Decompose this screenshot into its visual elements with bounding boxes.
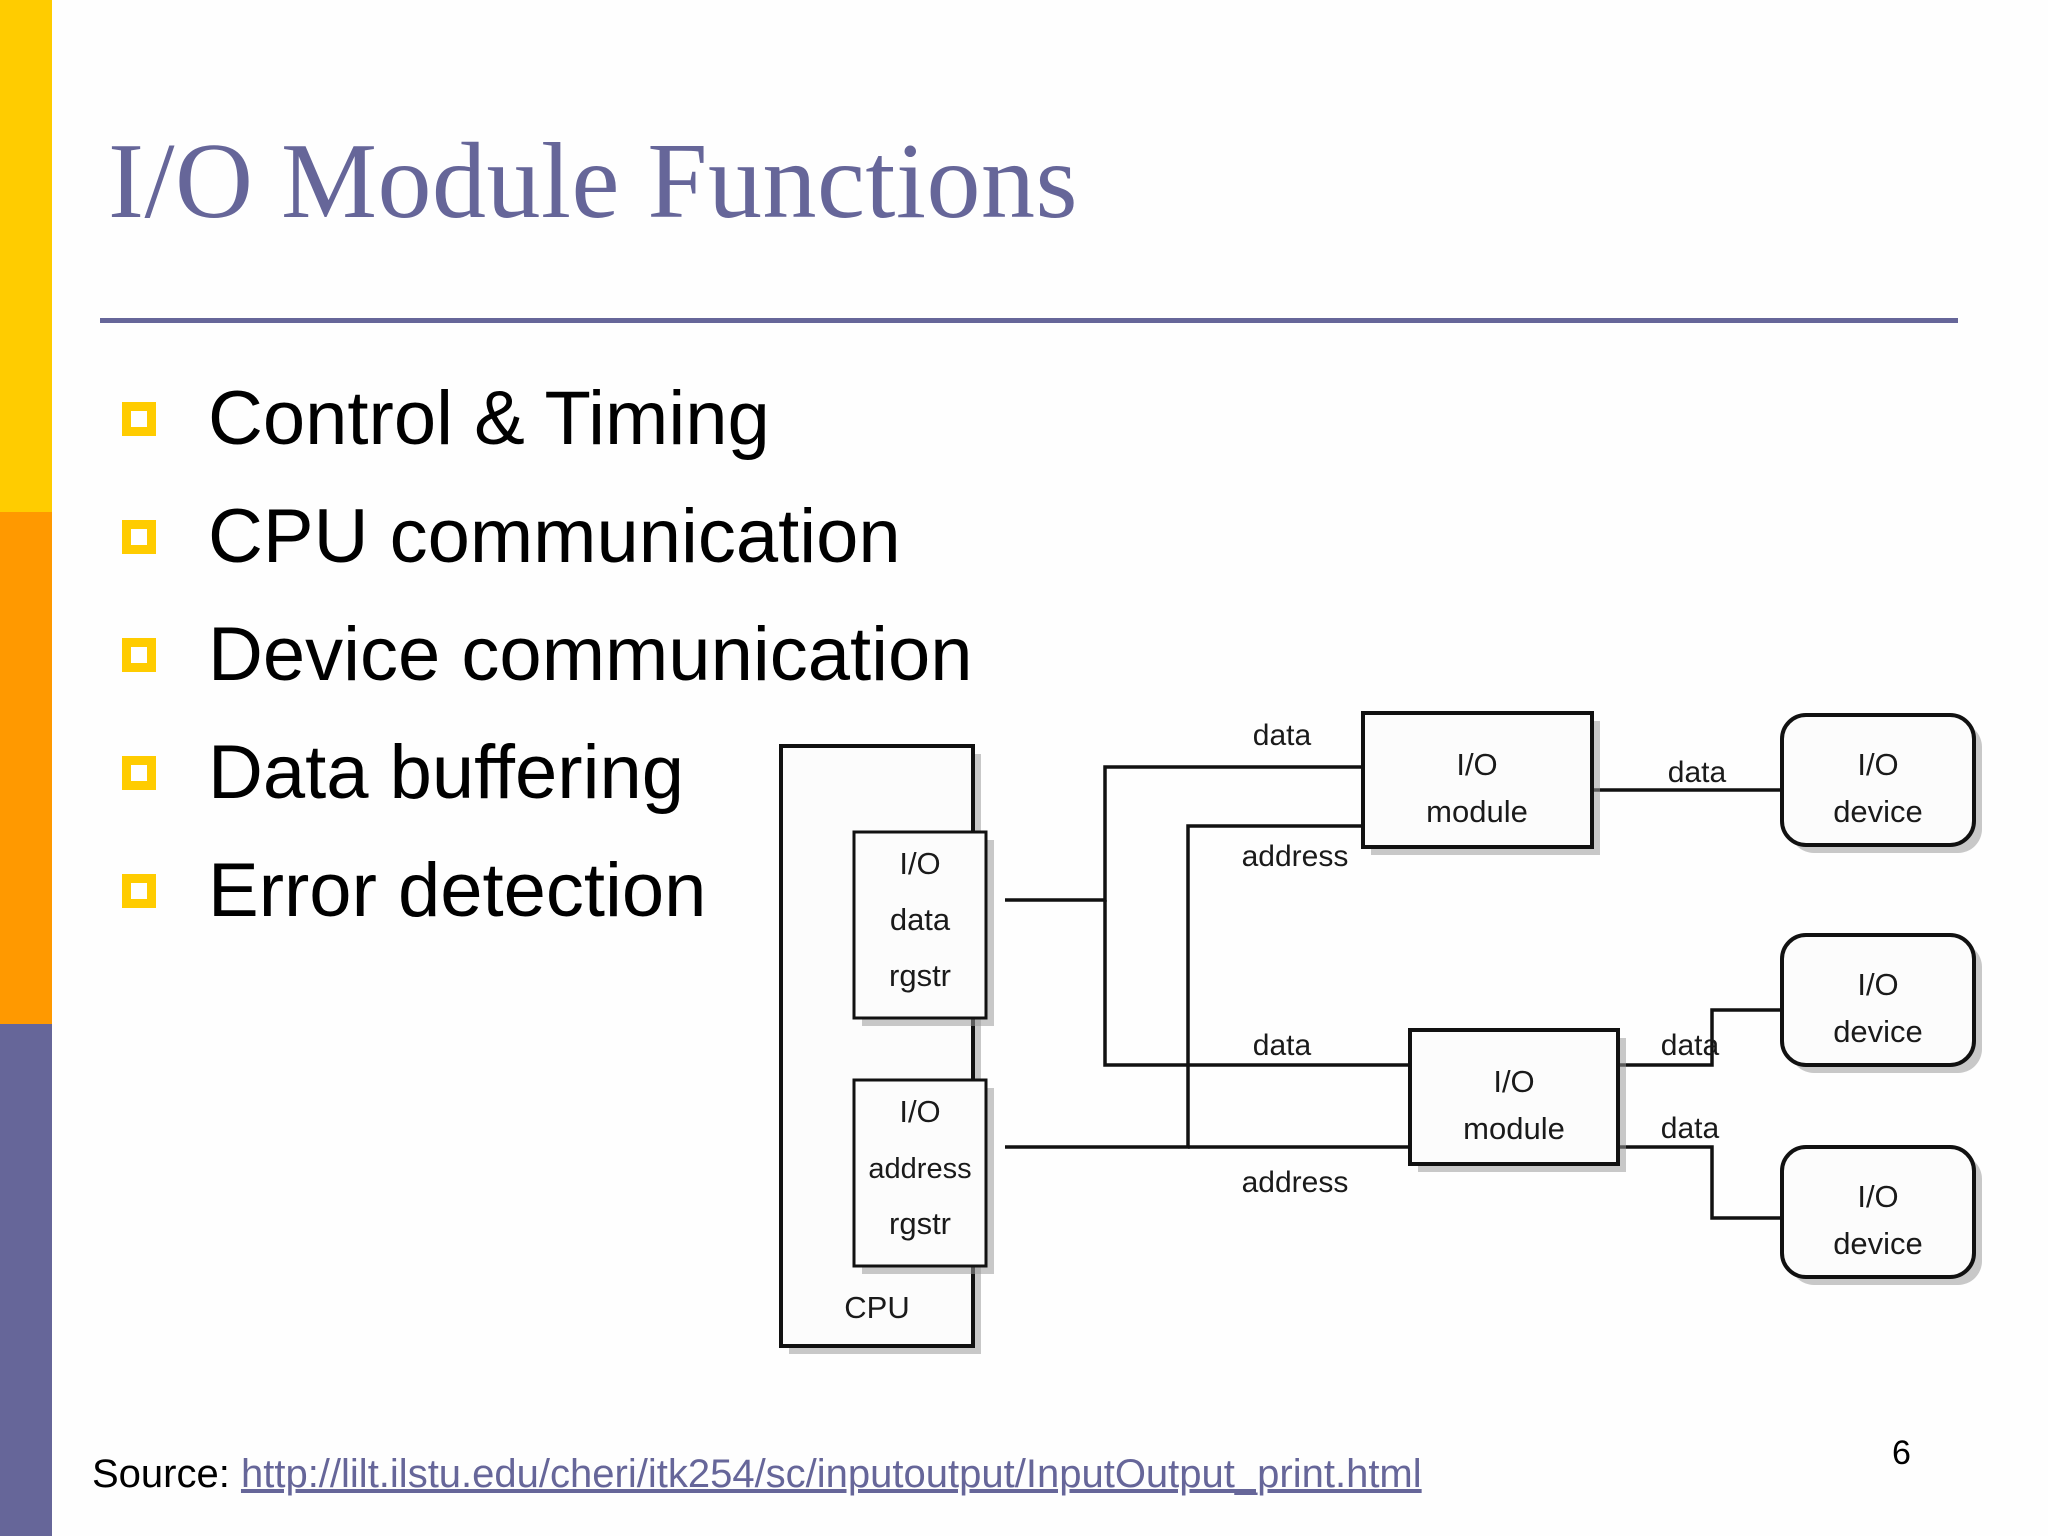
list-item: CPU communication: [122, 478, 1222, 596]
wire-label-bus-data-bottom: data: [1253, 1029, 1312, 1062]
source-prefix-label: Source:: [92, 1452, 241, 1496]
wire-label-bus-address-bottom: address: [1242, 1166, 1349, 1199]
list-item: Control & Timing: [122, 360, 1222, 478]
io-device-top-shadow: [1790, 723, 1982, 853]
io-module-bottom-line2: module: [1463, 1111, 1565, 1146]
accent-stripe-orange: [0, 512, 52, 1024]
cpu-label: CPU: [844, 1290, 909, 1325]
io-device-mid-box: [1780, 933, 1976, 1067]
accent-stripe-purple: [0, 1024, 52, 1536]
wire-module-bottom-to-device-bottom: [1618, 1145, 1782, 1220]
square-bullet-icon: [122, 874, 156, 908]
io-module-top-line2: module: [1426, 794, 1528, 829]
io-address-register-line1: I/O: [899, 1094, 940, 1129]
io-address-register-shadow: [862, 1088, 994, 1274]
page-title: I/O Module Functions: [108, 122, 1078, 241]
io-module-top-shadow: [1371, 721, 1600, 855]
list-item-label: Control & Timing: [208, 376, 770, 461]
wire-label-device-data-bottom: data: [1661, 1112, 1720, 1145]
square-bullet-icon: [122, 402, 156, 436]
io-module-bottom-box: [1408, 1028, 1620, 1166]
io-device-bottom-box: [1780, 1145, 1976, 1279]
wire-label-bus-address-top: address: [1242, 840, 1349, 873]
accent-stripe-yellow: [0, 0, 52, 512]
bullet-list: Control & Timing CPU communication Devic…: [122, 360, 1222, 950]
io-device-top-line1: I/O: [1857, 747, 1898, 782]
wire-label-bus-data-top: data: [1253, 719, 1312, 752]
source-url-link[interactable]: http://lilt.ilstu.edu/cheri/itk254/sc/in…: [240, 1452, 1422, 1496]
source-line: Source: http://lilt.ilstu.edu/cheri/itk2…: [92, 1452, 1422, 1497]
io-address-register-line3: rgstr: [889, 1206, 951, 1241]
list-item-label: Device communication: [208, 612, 973, 697]
io-module-top-box: [1361, 711, 1594, 849]
square-bullet-icon: [122, 756, 156, 790]
wire-label-device-data-mid: data: [1661, 1029, 1720, 1062]
list-item: Data buffering: [122, 714, 1222, 832]
square-bullet-icon: [122, 638, 156, 672]
list-item: Device communication: [122, 596, 1222, 714]
wire-label-device-data-top: data: [1668, 756, 1727, 789]
list-item-label: CPU communication: [208, 494, 901, 579]
io-device-mid-line2: device: [1833, 1014, 1923, 1049]
io-device-top-line2: device: [1833, 794, 1923, 829]
io-module-bottom-shadow: [1418, 1038, 1626, 1172]
io-device-mid-line1: I/O: [1857, 967, 1898, 1002]
list-item: Error detection: [122, 832, 1222, 950]
io-address-register-box: [852, 1078, 988, 1268]
title-underline-rule: [100, 318, 1958, 323]
list-item-label: Error detection: [208, 848, 707, 933]
square-bullet-icon: [122, 520, 156, 554]
io-data-register-line3: rgstr: [889, 958, 951, 993]
io-device-bottom-line1: I/O: [1857, 1179, 1898, 1214]
io-device-top-box: [1780, 713, 1976, 847]
io-device-bottom-line2: device: [1833, 1226, 1923, 1261]
wire-module-bottom-to-device-mid: [1618, 1008, 1782, 1067]
io-device-mid-shadow: [1790, 943, 1982, 1073]
page-number: 6: [1892, 1434, 1911, 1472]
io-module-bottom-line1: I/O: [1493, 1064, 1534, 1099]
list-item-label: Data buffering: [208, 730, 685, 815]
io-module-top-line1: I/O: [1456, 747, 1497, 782]
io-device-bottom-shadow: [1790, 1155, 1982, 1285]
io-address-register-line2: address: [868, 1153, 971, 1185]
